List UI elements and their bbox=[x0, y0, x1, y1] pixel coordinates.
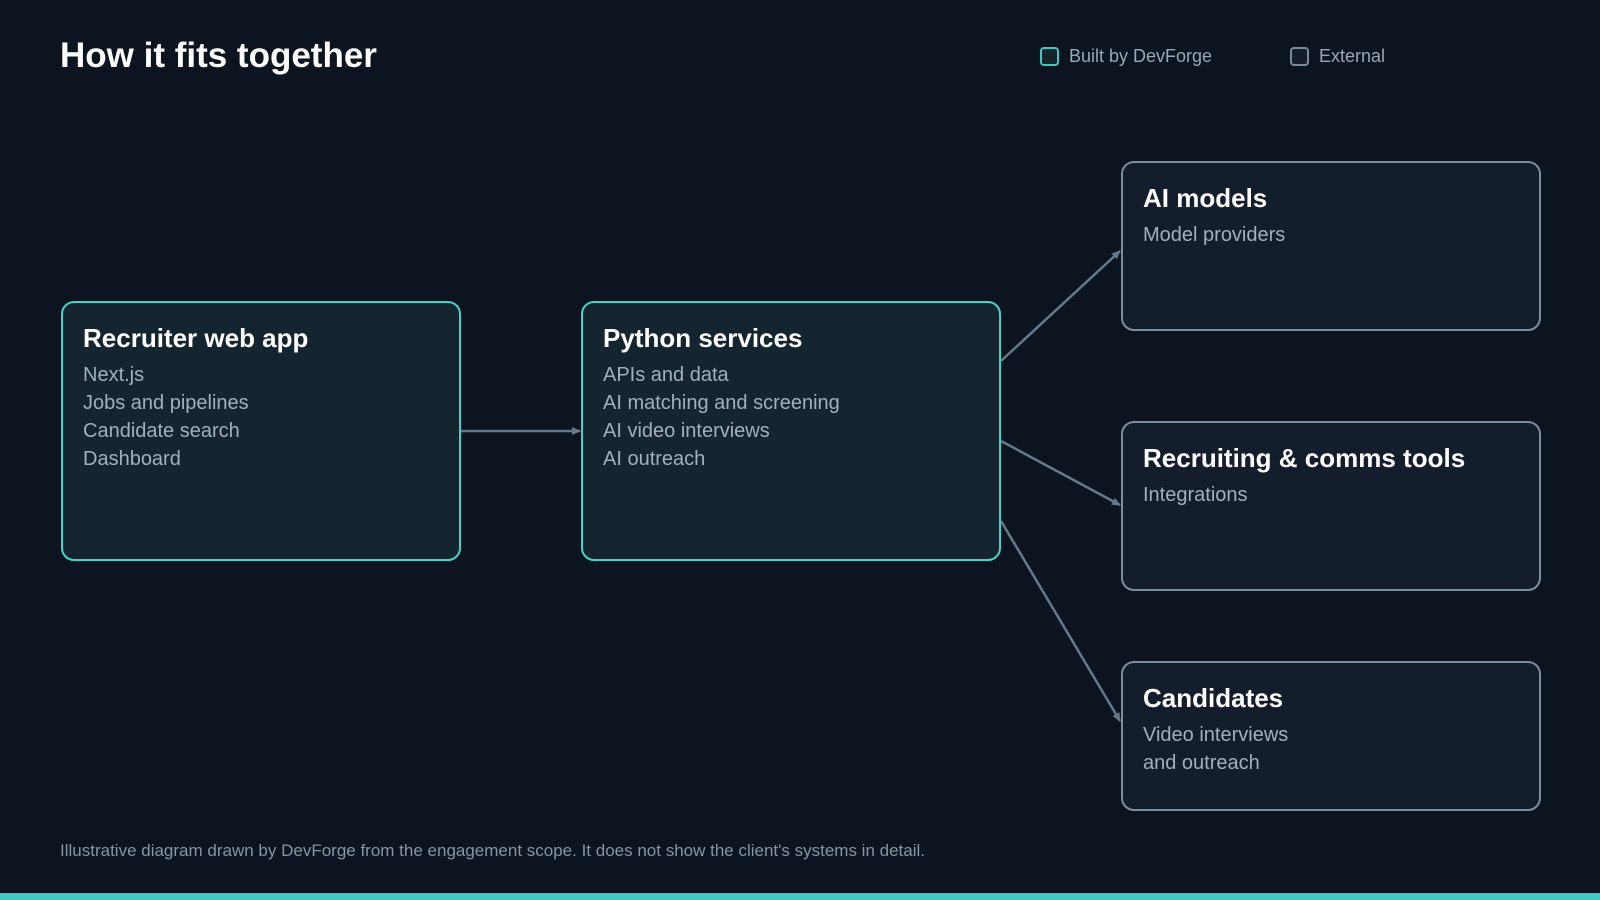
connector-python-to-tools bbox=[1000, 439, 1121, 507]
legend-external: External bbox=[1290, 46, 1385, 67]
accent-bar bbox=[0, 893, 1600, 900]
legend-swatch-external bbox=[1290, 47, 1309, 66]
legend-swatch-built bbox=[1040, 47, 1059, 66]
legend-label-built: Built by DevForge bbox=[1069, 46, 1213, 66]
node-detail: AI outreach bbox=[603, 448, 706, 470]
legend-built: Built by DevForge bbox=[1040, 46, 1212, 67]
connector-python-to-ai-models bbox=[1000, 250, 1121, 362]
node-detail: AI matching and screening bbox=[603, 392, 840, 414]
node-candidates: Candidates Video interviews and outreach bbox=[1121, 661, 1541, 811]
node-title: AI models bbox=[1143, 183, 1268, 213]
node-detail: APIs and data bbox=[603, 364, 729, 386]
node-title: Recruiting & comms tools bbox=[1143, 443, 1466, 473]
node-title: Python services bbox=[603, 323, 803, 353]
page-title: How it fits together bbox=[60, 36, 377, 75]
node-detail: Jobs and pipelines bbox=[83, 392, 249, 414]
node-detail: and outreach bbox=[1143, 752, 1260, 774]
legend-label-external: External bbox=[1319, 46, 1386, 66]
node-title: Candidates bbox=[1143, 683, 1284, 713]
footnote: Illustrative diagram drawn by DevForge f… bbox=[60, 841, 925, 860]
node-details: Integrations bbox=[1143, 481, 1519, 509]
node-recruiter-web-app: Recruiter web app Next.js Jobs and pipel… bbox=[61, 301, 461, 561]
node-detail: Next.js bbox=[83, 364, 145, 386]
node-detail: Video interviews bbox=[1143, 724, 1289, 746]
node-details: Video interviews and outreach bbox=[1143, 721, 1519, 777]
node-details: APIs and data AI matching and screening … bbox=[603, 361, 979, 473]
node-python-services: Python services APIs and data AI matchin… bbox=[581, 301, 1001, 561]
node-detail: Candidate search bbox=[83, 420, 240, 442]
connector-python-to-candidates bbox=[999, 520, 1122, 722]
node-details: Model providers bbox=[1143, 221, 1519, 249]
node-detail: AI video interviews bbox=[603, 420, 770, 442]
node-ai-models: AI models Model providers bbox=[1121, 161, 1541, 331]
node-detail: Model providers bbox=[1143, 224, 1286, 246]
node-details: Next.js Jobs and pipelines Candidate sea… bbox=[83, 361, 439, 473]
node-detail: Integrations bbox=[1143, 484, 1248, 506]
node-title: Recruiter web app bbox=[83, 323, 309, 353]
node-detail: Dashboard bbox=[83, 448, 181, 470]
node-recruiting-comms-tools: Recruiting & comms tools Integrations bbox=[1121, 421, 1541, 591]
